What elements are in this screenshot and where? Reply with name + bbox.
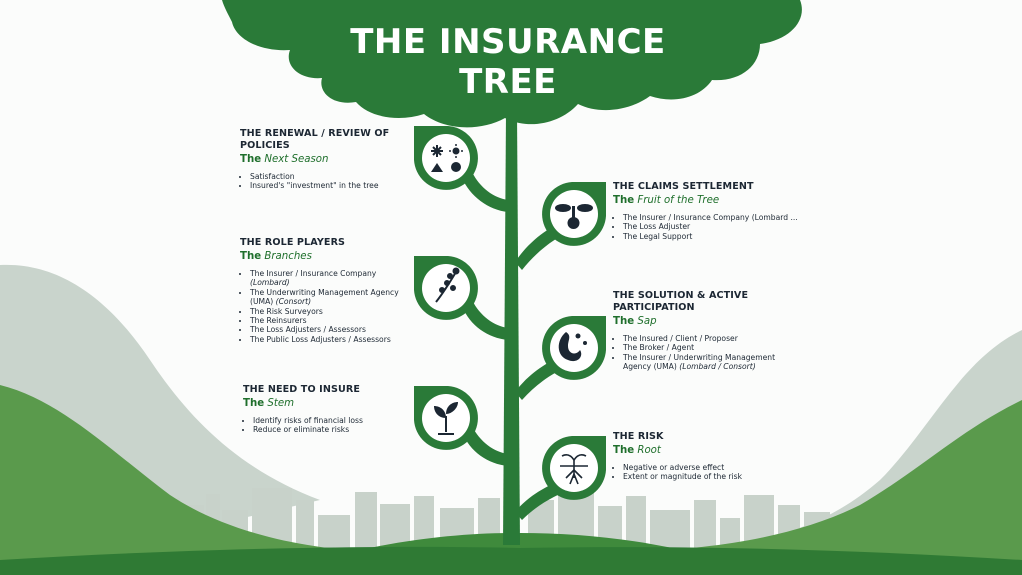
leaf-claims (542, 182, 606, 246)
front-ground (0, 546, 1022, 575)
section-list: The Insured / Client / Proposer The Brok… (613, 334, 783, 372)
subtitle-prefix: The (240, 251, 262, 262)
subtitle-italic: Next Season (264, 154, 329, 165)
leaf-role-players (414, 256, 478, 320)
seasons-icon (431, 144, 463, 172)
section-heading: THE RISK (613, 431, 664, 442)
section-subtitle: The Fruit of the Tree (613, 194, 833, 207)
title-line-2: TREE (459, 62, 557, 102)
subtitle-italic: Stem (267, 398, 295, 409)
sprout-icon (434, 402, 458, 435)
section-subtitle: The Branches (240, 250, 405, 263)
title-line-1: THE INSURANCE (350, 22, 666, 62)
list-item: The Risk Surveyors (250, 307, 405, 316)
subtitle-italic: Branches (264, 251, 312, 262)
list-item: The Insurer / Underwriting Management Ag… (623, 353, 783, 372)
list-item: Identify risks of financial loss (253, 416, 403, 425)
list-item: The Insured / Client / Proposer (623, 334, 783, 343)
list-item: Extent or magnitude of the risk (623, 472, 783, 481)
section-renewal: THE RENEWAL / REVIEW OF POLICIES The Nex… (240, 128, 400, 191)
list-item: The Public Loss Adjusters / Assessors (250, 335, 405, 344)
leaf-renewal (414, 126, 478, 190)
section-solution: THE SOLUTION & ACTIVE PARTICIPATION The … (613, 290, 783, 372)
section-claims: THE CLAIMS SETTLEMENT The Fruit of the T… (613, 181, 833, 241)
sap-drop-icon (558, 332, 587, 362)
subtitle-prefix: The (243, 398, 265, 409)
subtitle-prefix: The (613, 445, 635, 456)
list-item: The Loss Adjusters / Assessors (250, 325, 405, 334)
list-item: Satisfaction (250, 172, 400, 181)
list-item: Reduce or eliminate risks (253, 425, 403, 434)
root-icon (560, 454, 588, 485)
section-subtitle: The Sap (613, 315, 783, 328)
section-heading: THE ROLE PLAYERS (240, 237, 346, 248)
section-heading: THE CLAIMS SETTLEMENT (613, 181, 754, 192)
leaf-solution (542, 316, 606, 380)
section-risk: THE RISK The Root Negative or adverse ef… (613, 431, 783, 482)
branch-icon (435, 267, 460, 303)
list-item: The Legal Support (623, 232, 833, 241)
list-item: The Insurer / Insurance Company (Lombard… (250, 269, 405, 288)
section-subtitle: The Stem (243, 397, 403, 410)
section-subtitle: The Root (613, 444, 783, 457)
subtitle-italic: Root (637, 445, 661, 456)
section-need: THE NEED TO INSURE The Stem Identify ris… (243, 384, 403, 435)
subtitle-prefix: The (613, 316, 635, 327)
list-item: Negative or adverse effect (623, 463, 783, 472)
section-list: Identify risks of financial loss Reduce … (243, 416, 403, 435)
list-item: The Broker / Agent (623, 343, 783, 352)
right-ground (620, 400, 1022, 575)
section-heading: THE SOLUTION & ACTIVE PARTICIPATION (613, 290, 749, 313)
subtitle-italic: Fruit of the Tree (637, 195, 720, 206)
list-item: The Underwriting Management Agency (UMA)… (250, 288, 405, 307)
list-item: The Loss Adjuster (623, 222, 833, 231)
section-role-players: THE ROLE PLAYERS The Branches The Insure… (240, 237, 405, 344)
list-item: The Insurer / Insurance Company (Lombard… (623, 213, 833, 222)
subtitle-prefix: The (613, 195, 635, 206)
list-item: The Reinsurers (250, 316, 405, 325)
leaf-risk (542, 436, 606, 500)
section-list: Negative or adverse effect Extent or mag… (613, 463, 783, 482)
section-list: Satisfaction Insured's "investment" in t… (240, 172, 400, 191)
section-subtitle: The Next Season (240, 153, 400, 166)
section-list: The Insurer / Insurance Company (Lombard… (240, 269, 405, 344)
section-list: The Insurer / Insurance Company (Lombard… (613, 213, 833, 241)
subtitle-prefix: The (240, 154, 262, 165)
tree-canopy (222, 0, 802, 128)
section-heading: THE NEED TO INSURE (243, 384, 360, 395)
list-item: Insured's "investment" in the tree (250, 181, 400, 190)
page-title: THE INSURANCE TREE (330, 22, 686, 102)
left-ground (0, 385, 420, 575)
tree-trunk (503, 112, 520, 545)
section-heading: THE RENEWAL / REVIEW OF POLICIES (240, 128, 390, 151)
fruit-tree-icon (555, 204, 593, 229)
subtitle-italic: Sap (637, 316, 657, 327)
leaf-need (414, 386, 478, 450)
